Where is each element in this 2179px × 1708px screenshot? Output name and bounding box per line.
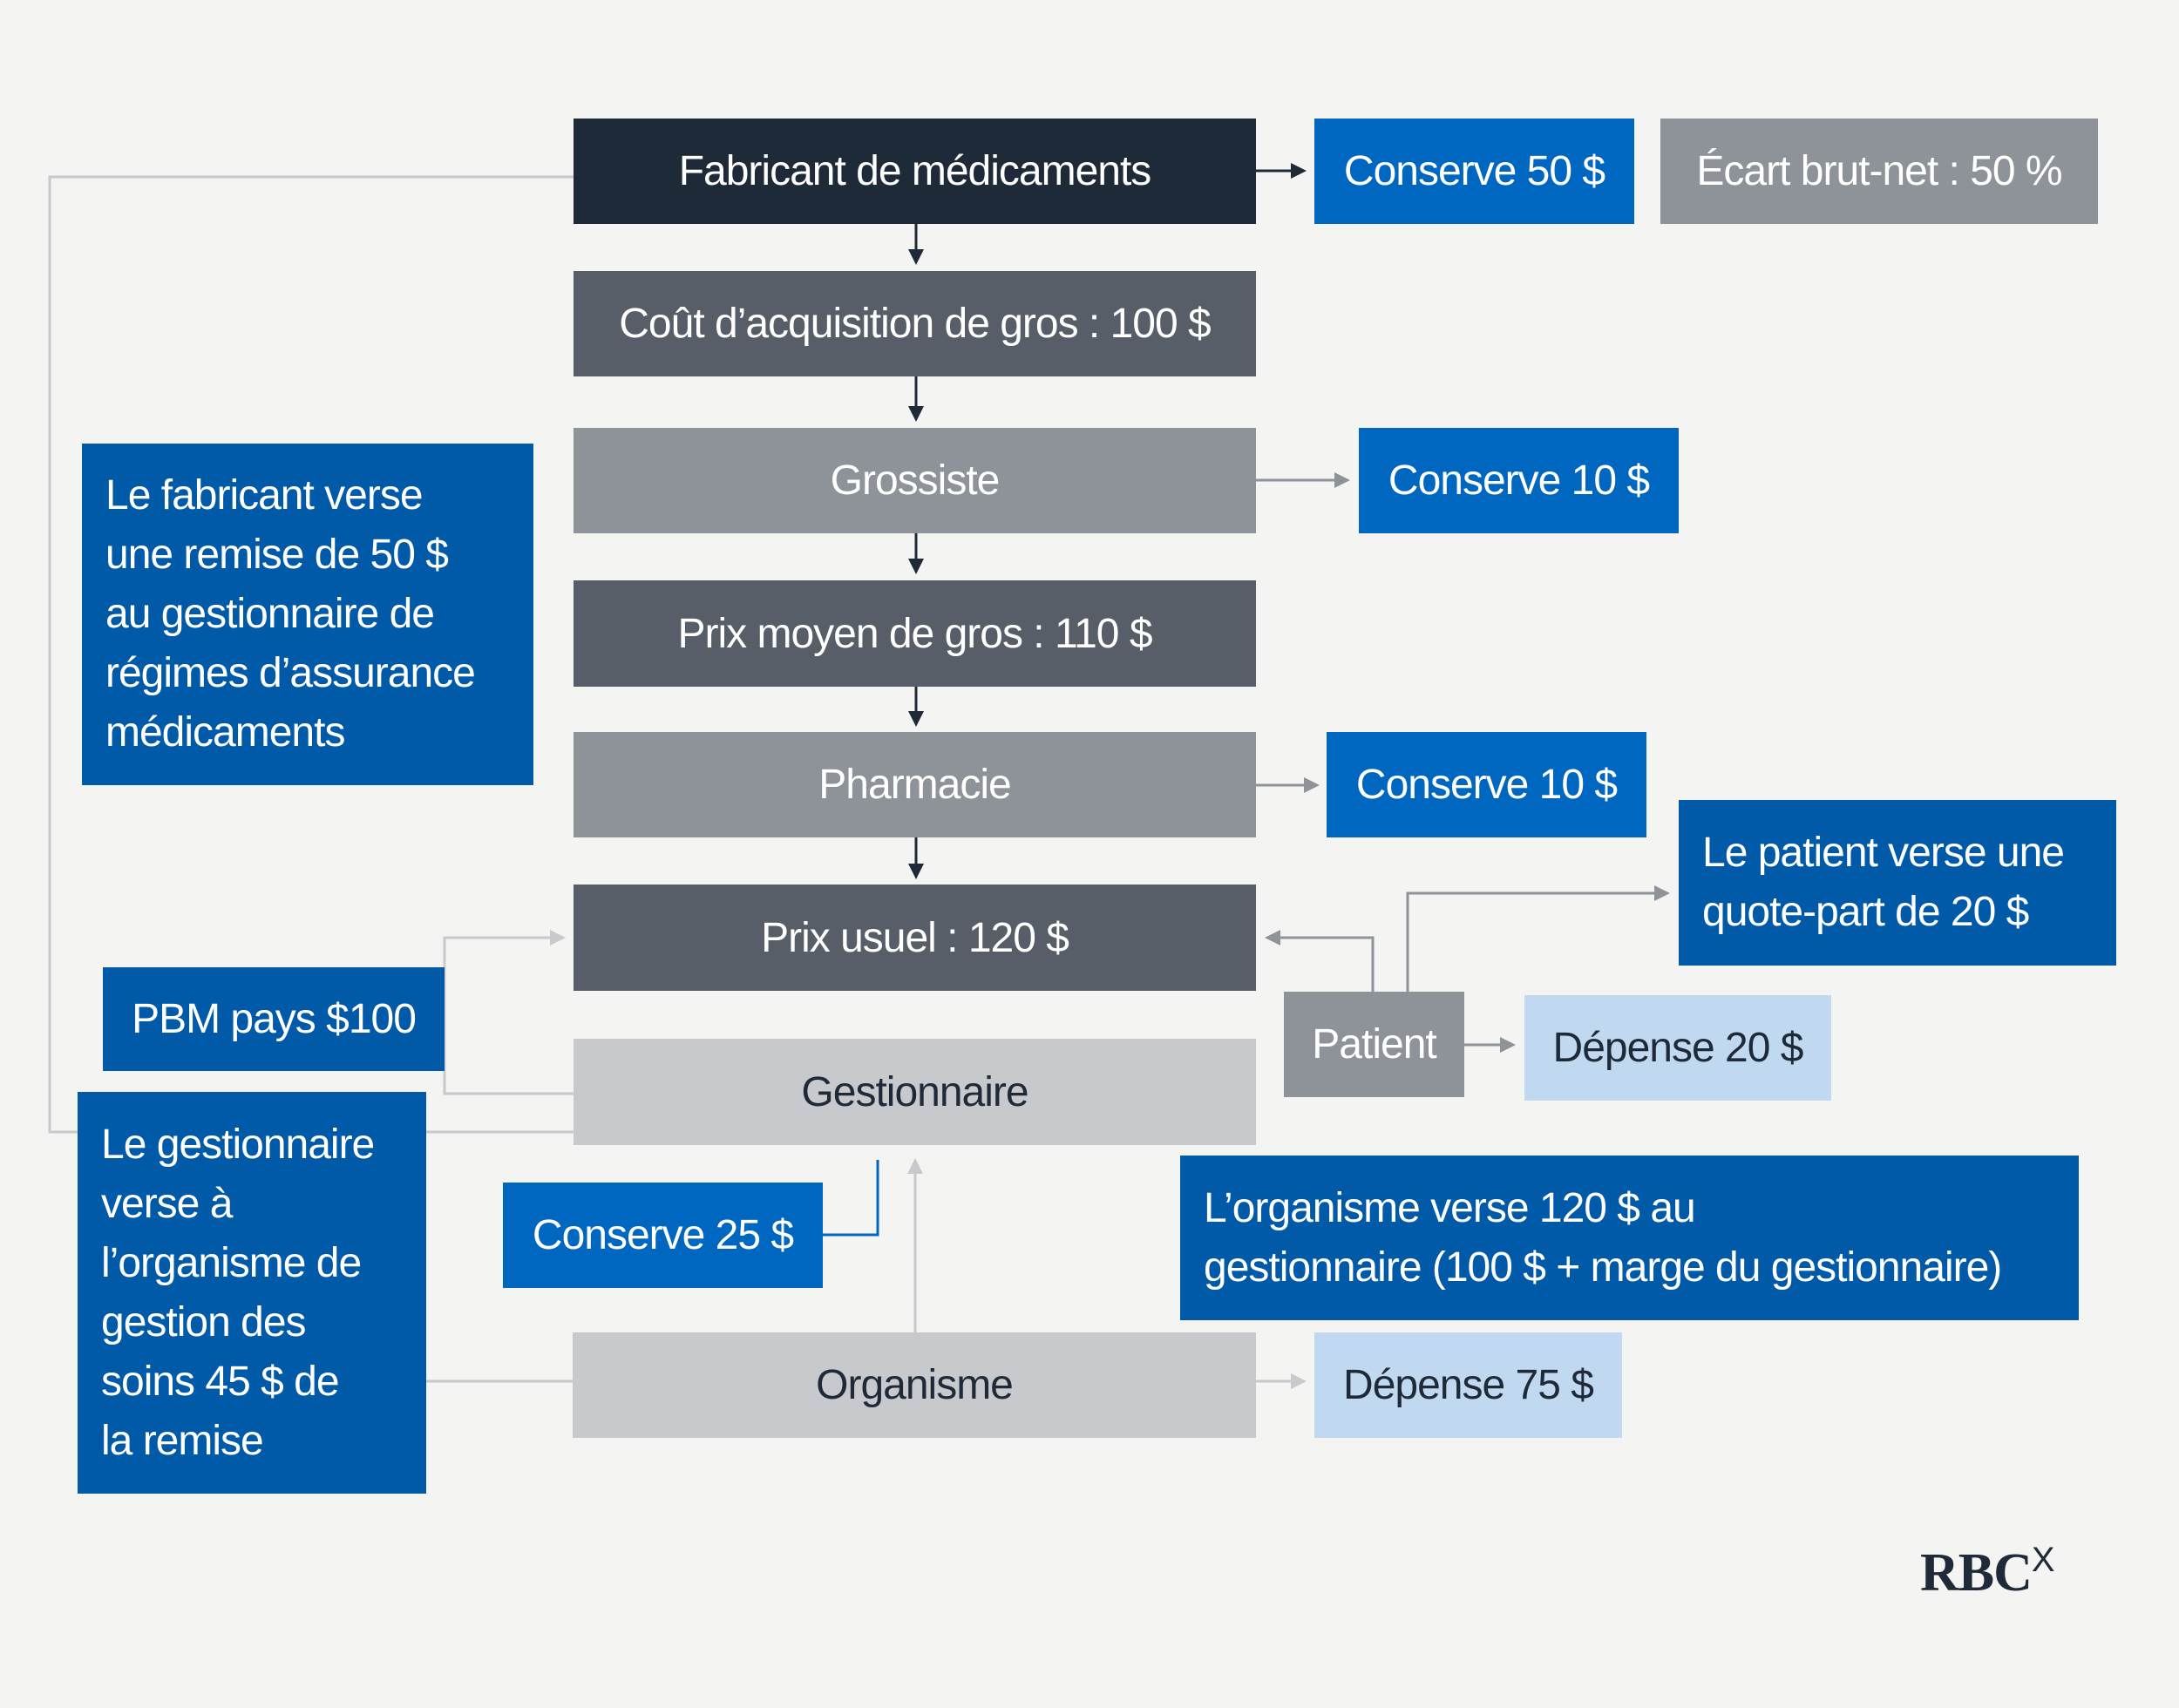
- pbm-rebate-share-note: Le gestionnaire verse à l’organisme de g…: [78, 1092, 426, 1494]
- pharmacy-keeps-callout: Conserve 10 $: [1327, 732, 1646, 837]
- pbm-pays-callout: PBM pays $100: [103, 967, 445, 1071]
- pbm-node: Gestionnaire: [574, 1039, 1256, 1145]
- pbm-keeps-callout: Conserve 25 $: [503, 1183, 823, 1288]
- sponsor-spend-callout: Dépense 75 $: [1314, 1332, 1622, 1438]
- patient-node: Patient: [1284, 992, 1464, 1097]
- patient-spend-callout: Dépense 20 $: [1524, 995, 1831, 1101]
- patient-copay-note: Le patient verse une quote-part de 20 $: [1679, 800, 2116, 966]
- manufacturer-node: Fabricant de médicaments: [574, 119, 1256, 224]
- rebate-note: Le fabricant verse une remise de 50 $ au…: [82, 444, 533, 785]
- logo-text: RBC: [1920, 1543, 2033, 1603]
- logo-mark: X: [2031, 1541, 2055, 1579]
- wholesaler-node: Grossiste: [574, 428, 1256, 533]
- manufacturer-keeps-callout: Conserve 50 $: [1314, 119, 1634, 224]
- rbcx-logo: RBCX: [1920, 1541, 2055, 1604]
- plan-sponsor-node: Organisme: [573, 1332, 1256, 1438]
- gross-net-spread-callout: Écart brut-net : 50 %: [1660, 119, 2098, 224]
- wac-node: Coût d’acquisition de gros : 100 $: [574, 271, 1256, 376]
- wholesaler-keeps-callout: Conserve 10 $: [1359, 428, 1679, 533]
- usual-price-node: Prix usuel : 120 $: [574, 884, 1256, 991]
- sponsor-pays-note: L’organisme verse 120 $ au gestionnaire …: [1180, 1156, 2079, 1320]
- pharmacy-node: Pharmacie: [574, 732, 1256, 837]
- awp-node: Prix moyen de gros : 110 $: [574, 580, 1256, 687]
